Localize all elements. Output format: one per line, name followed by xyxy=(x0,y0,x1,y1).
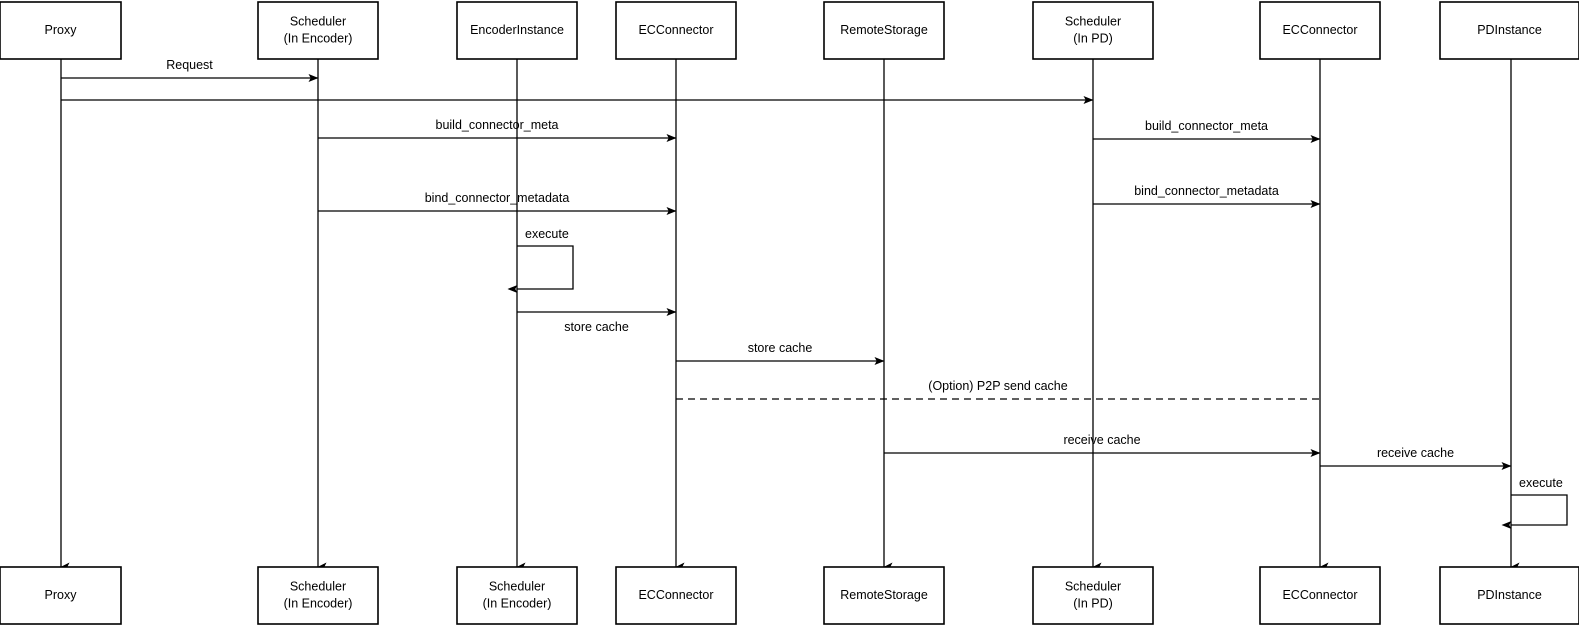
message-m5[interactable]: bind_connector_metadata xyxy=(318,191,677,215)
participant-box-pd_inst-top[interactable]: PDInstance xyxy=(1439,1,1579,60)
top-participant-boxes: Proxy Scheduler (In Encoder) EncoderInstanc… xyxy=(0,1,1579,60)
participant-label: (In Encoder) xyxy=(284,596,353,610)
message-m4[interactable]: build_connector_meta xyxy=(1093,119,1321,143)
participant-label: ECConnector xyxy=(638,23,713,37)
participant-label: (In PD) xyxy=(1073,596,1113,610)
participant-label: RemoteStorage xyxy=(840,588,928,602)
self-message-path xyxy=(1501,494,1568,529)
message-label: Request xyxy=(166,58,213,72)
message-label: (Option) P2P send cache xyxy=(928,379,1067,393)
participant-box-sched_enc-bottom[interactable]: Scheduler (In Encoder) xyxy=(257,566,379,625)
participant-label: Scheduler xyxy=(1065,579,1121,593)
participant-box-ec_conn_pd-top[interactable]: ECConnector xyxy=(1259,1,1381,60)
participant-box-ec_conn_pd-bottom[interactable]: ECConnector xyxy=(1259,566,1381,625)
participant-box-ec_conn_enc-top[interactable]: ECConnector xyxy=(615,1,737,60)
message-m10[interactable]: receive cache xyxy=(884,433,1321,457)
self-message-s1[interactable]: execute xyxy=(507,227,574,293)
participant-label: ECConnector xyxy=(1282,23,1357,37)
message-label: receive cache xyxy=(1063,433,1140,447)
message-label: bind_connector_metadata xyxy=(425,191,570,205)
message-m8[interactable]: store cache xyxy=(676,341,885,365)
participant-label: PDInstance xyxy=(1477,588,1542,602)
participant-box-remote_store-bottom[interactable]: RemoteStorage xyxy=(823,566,945,625)
bottom-participant-boxes: Proxy Scheduler (In Encoder) Scheduler (In E… xyxy=(0,566,1579,625)
message-label: receive cache xyxy=(1377,446,1454,460)
participant-box-sched_enc-top[interactable]: Scheduler (In Encoder) xyxy=(257,1,379,60)
participant-label: (In Encoder) xyxy=(483,596,552,610)
participant-label: Scheduler xyxy=(489,579,545,593)
self-message-label: execute xyxy=(525,227,569,241)
message-m3[interactable]: build_connector_meta xyxy=(318,118,677,142)
participant-label: Proxy xyxy=(45,588,78,602)
message-m1[interactable]: Request xyxy=(61,58,319,82)
participant-box-sched_pd-top[interactable]: Scheduler (In PD) xyxy=(1032,1,1154,60)
messages-layer: Request build_connector_meta build_connect… xyxy=(61,58,1512,470)
participant-label: ECConnector xyxy=(638,588,713,602)
participant-box-proxy-bottom[interactable]: Proxy xyxy=(0,566,122,625)
message-label: bind_connector_metadata xyxy=(1134,184,1279,198)
participant-box-remote_store-top[interactable]: RemoteStorage xyxy=(823,1,945,60)
participant-label: PDInstance xyxy=(1477,23,1542,37)
participant-label: Proxy xyxy=(45,23,78,37)
participant-box-enc_inst-top[interactable]: EncoderInstance xyxy=(456,1,578,60)
participant-label: Scheduler xyxy=(290,579,346,593)
participant-box-ec_conn_enc-bottom[interactable]: ECConnector xyxy=(615,566,737,625)
message-m11[interactable]: receive cache xyxy=(1320,446,1512,470)
participant-label: Scheduler xyxy=(290,14,346,28)
message-label: build_connector_meta xyxy=(436,118,559,132)
participant-box-pd_inst-bottom[interactable]: PDInstance xyxy=(1439,566,1579,625)
participant-box-proxy-top[interactable]: Proxy xyxy=(0,1,122,60)
message-label: build_connector_meta xyxy=(1145,119,1268,133)
participant-label: Scheduler xyxy=(1065,14,1121,28)
message-label: store cache xyxy=(564,320,629,334)
self-message-label: execute xyxy=(1519,476,1563,490)
participant-box-sched_pd-bottom[interactable]: Scheduler (In PD) xyxy=(1032,566,1154,625)
self-messages-layer: execute execute xyxy=(507,227,1568,529)
participant-label: (In Encoder) xyxy=(284,31,353,45)
participant-label: (In PD) xyxy=(1073,31,1113,45)
participant-label: EncoderInstance xyxy=(470,23,564,37)
message-label: store cache xyxy=(748,341,813,355)
message-m6[interactable]: bind_connector_metadata xyxy=(1093,184,1321,208)
self-message-s2[interactable]: execute xyxy=(1501,476,1568,529)
participant-label: ECConnector xyxy=(1282,588,1357,602)
participant-box-enc_inst-bottom[interactable]: Scheduler (In Encoder) xyxy=(456,566,578,625)
self-message-path xyxy=(507,245,574,293)
message-m9[interactable]: (Option) P2P send cache xyxy=(676,379,1320,400)
lifelines-layer xyxy=(60,59,1520,572)
participant-label: RemoteStorage xyxy=(840,23,928,37)
message-m7[interactable]: store cache xyxy=(517,308,677,334)
